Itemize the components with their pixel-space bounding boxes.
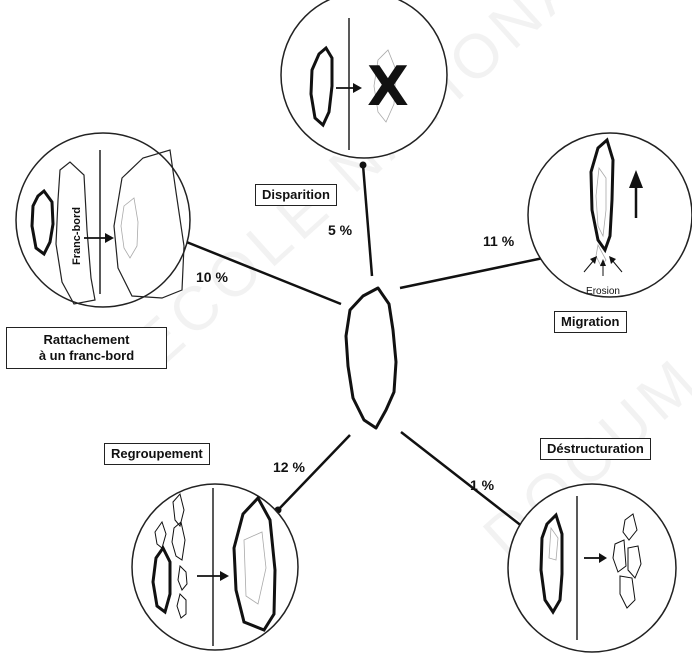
- label-destructuration: Déstructuration: [540, 438, 651, 460]
- label-rattachement-line1: Rattachement: [43, 332, 130, 347]
- central-bar-shape: [344, 286, 398, 430]
- destructuration-circle: [507, 483, 677, 653]
- connector-migration: [399, 255, 549, 290]
- disparition-circle: X: [280, 0, 448, 159]
- migration-circle: [527, 132, 692, 298]
- label-rattachement-line2: à un franc-bord: [38, 348, 135, 363]
- connector-regroupement: [277, 434, 351, 511]
- connector-destructuration: [400, 431, 524, 528]
- label-regroupement: Regroupement: [104, 443, 210, 465]
- rattachement-circle: [15, 132, 191, 308]
- connector-disparition: [361, 164, 374, 277]
- label-disparition: Disparition: [255, 184, 337, 206]
- connector-rattachement: [183, 239, 342, 306]
- label-rattachement: Rattachement à un franc-bord: [6, 327, 167, 369]
- x-mark-icon: X: [367, 55, 409, 118]
- label-migration: Migration: [554, 311, 627, 333]
- percent-destructuration: 1 %: [470, 477, 495, 493]
- percent-migration: 11 %: [483, 233, 515, 249]
- percent-rattachement: 10 %: [196, 269, 228, 285]
- franc-bord-annotation: Franc-bord: [71, 207, 83, 265]
- percent-disparition: 5 %: [328, 222, 353, 238]
- erosion-annotation: Erosion: [586, 286, 620, 297]
- regroupement-circle: [131, 483, 299, 651]
- percent-regroupement: 12 %: [273, 459, 305, 475]
